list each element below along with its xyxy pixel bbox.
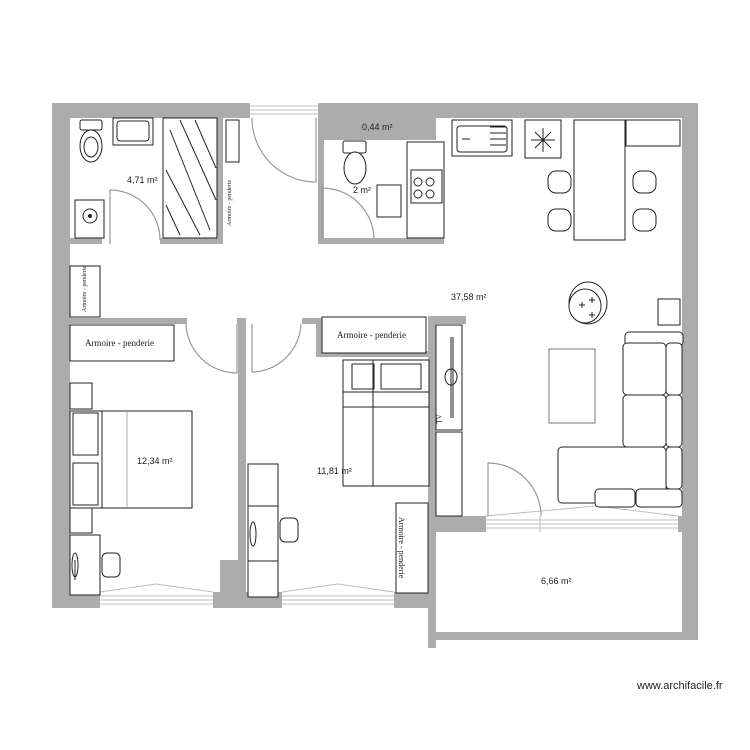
wardrobe-label-hall: Armoire - penderie	[226, 180, 233, 226]
wardrobe-label-bedroom2-top: Armoire - penderie	[337, 330, 406, 340]
wardrobe-label-bedroom1: Armoire - penderie	[85, 338, 154, 348]
tv-label: TV	[435, 414, 444, 424]
watermark: www.archifacile.fr	[637, 680, 723, 692]
details	[71, 119, 595, 580]
area-label-living: 37,58 m²	[451, 292, 487, 302]
wardrobe-label-hall-small: Armoire - penderie	[81, 266, 88, 312]
area-label-wc: 2 m²	[353, 185, 371, 195]
wardrobe-label-bedroom2-side: Armoire - penderie	[397, 516, 407, 579]
windows	[99, 105, 679, 605]
doors	[109, 118, 542, 517]
area-label-bathroom: 4,71 m²	[127, 175, 158, 185]
furniture	[69, 117, 684, 598]
area-label-balcony: 6,66 m²	[541, 576, 572, 586]
area-label-bedroom1: 12,34 m²	[137, 456, 173, 466]
area-label-closet: 0,44 m²	[362, 122, 393, 132]
area-label-bedroom2: 11,81 m²	[317, 466, 352, 476]
